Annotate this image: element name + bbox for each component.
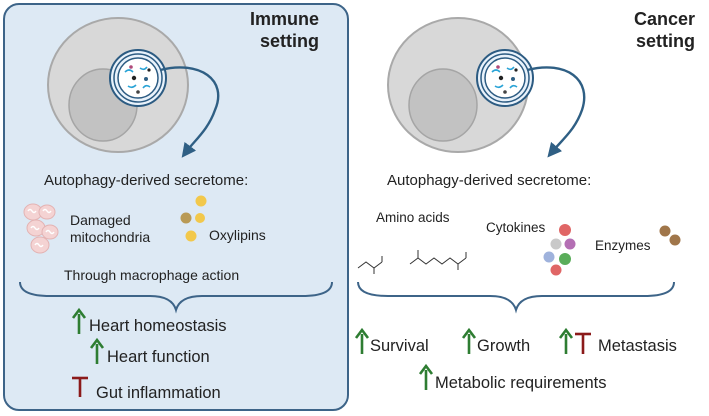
cancer-title: Cancer setting bbox=[342, 8, 695, 52]
damaged-mitochondria-icon bbox=[23, 203, 59, 254]
amino-acids-label: Amino acids bbox=[376, 210, 450, 225]
outcome-survival: Survival bbox=[370, 337, 429, 355]
inhibit-icon bbox=[72, 376, 88, 397]
cancer-title-line1: Cancer bbox=[633, 9, 695, 29]
immune-curved-arrow bbox=[159, 66, 220, 158]
damaged-mitochondria-label-line2: mitochondria bbox=[70, 229, 151, 245]
cancer-outcome-symbols bbox=[354, 327, 591, 390]
immune-title: Immune setting bbox=[3, 8, 319, 52]
up-arrow-icon bbox=[461, 327, 477, 354]
immune-secretome-label: Autophagy-derived secretome: bbox=[44, 172, 249, 189]
immune-brace bbox=[19, 281, 333, 314]
cancer-title-line2: setting bbox=[635, 31, 695, 51]
cancer-secretome-label: Autophagy-derived secretome: bbox=[387, 172, 592, 189]
outcome-growth: Growth bbox=[477, 337, 531, 355]
enzymes-label: Enzymes bbox=[595, 238, 651, 253]
outcome-metastasis: Metastasis bbox=[598, 337, 677, 355]
outcome-heart-homeostasis: Heart homeostasis bbox=[89, 317, 227, 335]
cytokines-icon bbox=[543, 224, 576, 276]
damaged-mitochondria-label-line1: Damaged bbox=[70, 212, 131, 228]
immune-title-line1: Immune bbox=[249, 9, 319, 29]
outcome-heart-function: Heart function bbox=[107, 348, 210, 366]
up-arrow-icon bbox=[354, 327, 370, 354]
immune-autophagosome bbox=[109, 49, 167, 107]
up-arrow-icon bbox=[558, 327, 574, 354]
cytokines-label: Cytokines bbox=[486, 220, 546, 235]
cancer-autophagosome bbox=[476, 49, 534, 107]
inhibit-icon bbox=[575, 332, 591, 354]
up-arrow-icon bbox=[89, 337, 105, 364]
amino-acid-structure-icon bbox=[409, 250, 467, 270]
damaged-mitochondria-label: Damaged mitochondria bbox=[70, 212, 150, 246]
amino-acid-structure-icon bbox=[357, 256, 383, 274]
cancer-brace bbox=[357, 281, 675, 314]
cancer-curved-arrow bbox=[526, 66, 586, 158]
macrophage-action-label: Through macrophage action bbox=[64, 267, 240, 283]
up-arrow-icon bbox=[418, 363, 434, 390]
oxylipins-icon bbox=[180, 195, 207, 242]
immune-title-line2: setting bbox=[259, 31, 319, 51]
outcome-gut-inflammation: Gut inflammation bbox=[96, 384, 221, 402]
up-arrow-icon bbox=[71, 307, 87, 334]
outcome-metabolic-requirements: Metabolic requirements bbox=[435, 374, 607, 392]
immune-outcome-symbols bbox=[71, 307, 105, 397]
oxylipins-label: Oxylipins bbox=[209, 227, 266, 243]
enzymes-icon bbox=[659, 225, 681, 246]
